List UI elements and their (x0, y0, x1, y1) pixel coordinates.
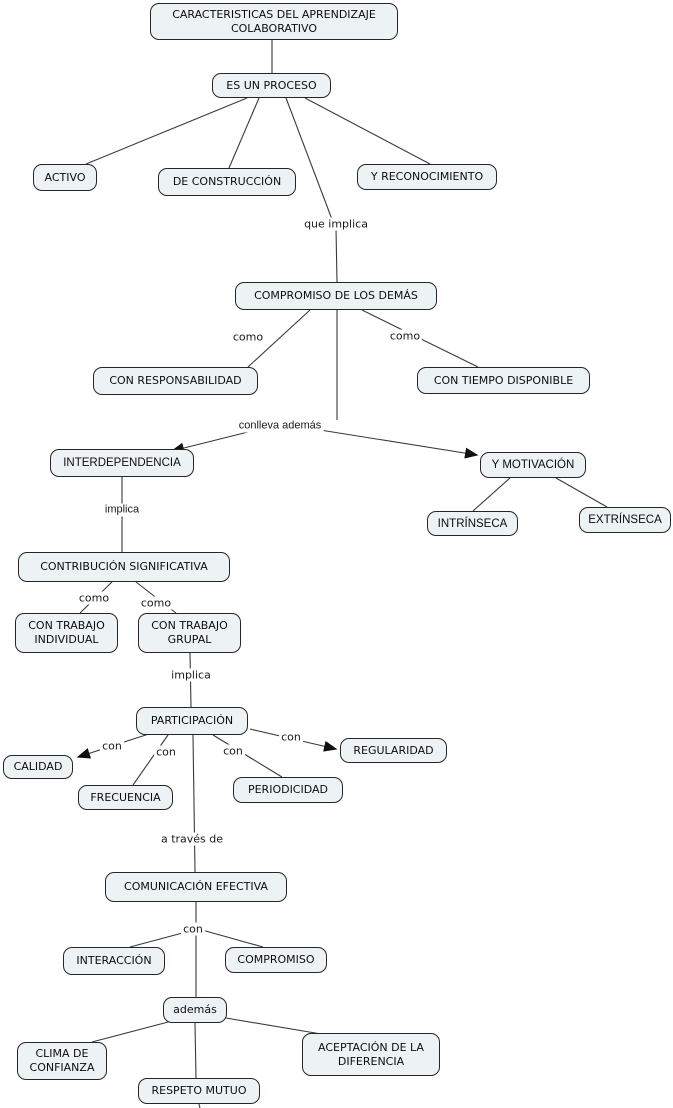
link-label-como-3[interactable]: como (76, 591, 112, 605)
edge-line-e18 (132, 734, 169, 786)
edge-line-e23 (129, 930, 191, 948)
node-compromiso-de-los-demas[interactable]: COMPROMISO DE LOS DEMÁS (235, 282, 437, 310)
node-y-motivacion[interactable]: Y MOTIVACIÓN (480, 452, 586, 478)
node-es-un-proceso[interactable]: ES UN PROCESO (212, 73, 331, 98)
link-label-a-traves-de[interactable]: a través de (158, 832, 226, 846)
node-respeto-mutuo[interactable]: RESPETO MUTUO (138, 1078, 260, 1104)
node-con-tiempo-disponible[interactable]: CON TIEMPO DISPONIBLE (417, 367, 590, 394)
link-label-como-1[interactable]: como (230, 330, 266, 344)
edge-line-e24 (201, 929, 264, 948)
edge-line-e9 (170, 430, 253, 454)
edge-line-e4b (335, 227, 338, 283)
link-label-con-1[interactable]: con (100, 739, 124, 753)
node-activo[interactable]: ACTIVO (33, 164, 97, 191)
edge-line-e4a (285, 97, 334, 223)
node-ademas[interactable]: además (163, 997, 227, 1023)
node-con-responsabilidad[interactable]: CON RESPONSABILIDAD (93, 367, 258, 395)
node-compromiso[interactable]: COMPROMISO (225, 947, 327, 973)
node-aceptacion-de-la-diferencia[interactable]: ACEPTACIÓN DE LA DIFERENCIA (302, 1033, 440, 1076)
node-extrinseca[interactable]: EXTRÍNSECA (579, 507, 671, 533)
link-label-como-4[interactable]: como (138, 596, 174, 610)
node-regularidad[interactable]: REGULARIDAD (340, 738, 447, 763)
node-caracteristicas[interactable]: CARACTERISTICAS DEL APRENDIZAJE COLABORA… (150, 3, 398, 40)
node-de-construccion[interactable]: DE CONSTRUCCIÓN (158, 168, 296, 196)
node-interdependencia[interactable]: INTERDEPENDENCIA (50, 449, 194, 477)
edge-line-e28 (198, 1103, 201, 1108)
edge-line-e26 (194, 1022, 197, 1079)
node-participacion[interactable]: PARTICIPACIÓN (136, 707, 248, 735)
link-label-implica-1[interactable]: implica (102, 503, 142, 517)
edge-line-e6 (247, 309, 311, 368)
node-con-trabajo-individual[interactable]: CON TRABAJO INDIVIDUAL (15, 613, 118, 653)
node-contribucion-significativa[interactable]: CONTRIBUCIÓN SIGNIFICATIVA (18, 552, 230, 582)
edge-line-e12 (472, 477, 511, 512)
edge-line-e27 (219, 1016, 334, 1037)
node-periodicidad[interactable]: PERIODICIDAD (233, 777, 343, 803)
edge-line-e21 (192, 734, 196, 873)
link-label-con-2[interactable]: con (154, 745, 178, 759)
link-label-con-4[interactable]: con (279, 730, 303, 744)
edge-line-e2 (85, 97, 248, 165)
edge-line-e19 (212, 734, 283, 778)
node-y-reconocimiento[interactable]: Y RECONOCIMIENTO (357, 164, 497, 190)
edge-line-e5 (304, 97, 431, 165)
node-clima-de-confianza[interactable]: CLIMA DE CONFIANZA (17, 1042, 107, 1080)
link-label-con-3[interactable]: con (221, 744, 245, 758)
edge-line-e3 (228, 97, 260, 169)
node-con-trabajo-grupal[interactable]: CON TRABAJO GRUPAL (138, 613, 241, 653)
edge-line-e13 (555, 477, 608, 508)
link-label-conlleva-ademas[interactable]: conlleva además (236, 419, 324, 433)
node-intrinseca[interactable]: INTRÍNSECA (427, 511, 518, 536)
edge-line-e25 (91, 1020, 173, 1043)
link-label-que-implica[interactable]: que implica (302, 217, 370, 231)
node-interaccion[interactable]: INTERACCIÓN (63, 947, 165, 975)
node-frecuencia[interactable]: FRECUENCIA (78, 785, 173, 810)
edge-line-e10 (319, 429, 479, 459)
node-calidad[interactable]: CALIDAD (3, 755, 73, 779)
node-comunicacion-efectiva[interactable]: COMUNICACIÓN EFECTIVA (105, 872, 287, 902)
link-label-con-5[interactable]: con (181, 922, 205, 936)
link-label-implica-2[interactable]: implica (169, 668, 213, 682)
link-label-como-2[interactable]: como (387, 329, 423, 343)
